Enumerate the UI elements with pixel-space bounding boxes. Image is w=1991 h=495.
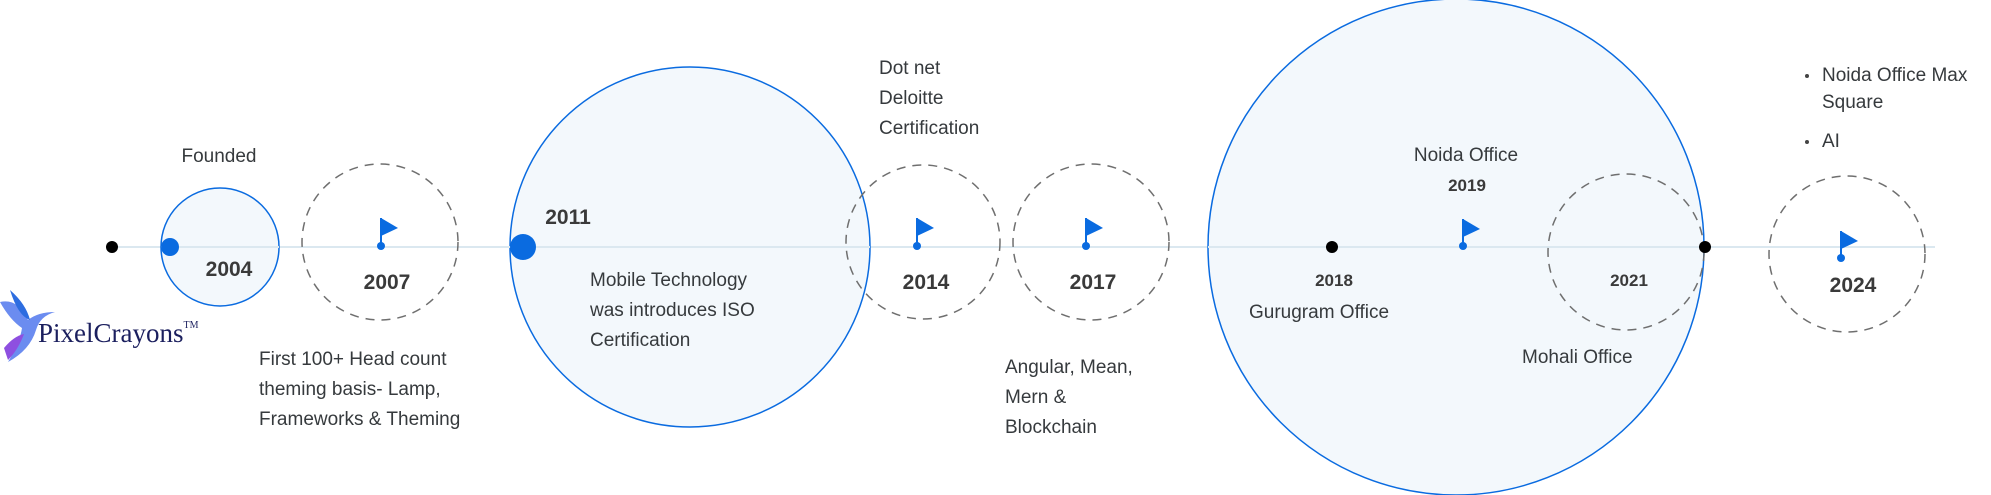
milestone-text-2018: Gurugram Office (1249, 302, 1390, 323)
trademark: TM (183, 320, 199, 331)
year-label: 2014 (902, 271, 950, 294)
pixelcrayons-bird-logo-icon (0, 290, 55, 362)
text-line: Certification (879, 118, 980, 139)
milestone-text-2021: Mohali Office (1522, 347, 1633, 368)
flag-icon (377, 218, 398, 250)
flag-icon (913, 218, 934, 250)
year-label: 2004 (205, 258, 253, 281)
year-label: 2024 (1829, 274, 1877, 297)
milestone-circle-2007 (301, 163, 459, 321)
milestone-text-2017: Angular, Mean, Mern & Blockchain (1005, 353, 1133, 443)
text-line: Frameworks & Theming (259, 409, 461, 430)
flag-icon (1837, 231, 1858, 262)
marker-dot-2021 (1699, 241, 1711, 253)
year-label: 2011 (545, 206, 591, 229)
text-line: Noida Office Max (1822, 65, 1968, 86)
year-label: 2021 (1610, 271, 1648, 290)
flag-icon (1082, 218, 1103, 250)
text-line: Square (1822, 92, 1884, 113)
marker-dot-2011 (510, 234, 536, 260)
milestone-text-2014: Dot net Deloitte Certification (879, 54, 979, 144)
milestone-circle-2017 (1012, 163, 1170, 321)
year-label: 2018 (1315, 271, 1353, 290)
milestone-text-2019: Noida Office (1413, 145, 1519, 166)
text-line: Blockchain (1005, 417, 1097, 438)
text-line: Mern & (1005, 387, 1067, 408)
milestone-circle-2024 (1768, 175, 1926, 333)
milestone-text-2004: Founded (181, 146, 257, 167)
flag-icon (1459, 219, 1480, 250)
milestone-circle-2014 (845, 164, 1001, 320)
milestone-text-2011: Mobile Technology was introduces ISO Cer… (590, 266, 755, 356)
text-line: First 100+ Head count (259, 349, 447, 370)
brand-logo-text: PixelCrayonsTM (38, 318, 199, 349)
text-line: Certification (590, 330, 691, 351)
year-label: 2017 (1069, 271, 1117, 294)
marker-dot-2018 (1326, 241, 1338, 253)
text-line: theming basis- Lamp, (259, 379, 441, 400)
brand-name: PixelCrayons (38, 318, 184, 348)
year-label: 2019 (1448, 176, 1486, 195)
text-line: Deloitte (879, 88, 944, 109)
year-label: 2007 (363, 271, 411, 294)
list-item: AI (1805, 128, 1967, 155)
text-line: Mobile Technology (590, 270, 748, 291)
text-line: was introduces ISO (590, 300, 755, 321)
marker-dot-2004 (161, 238, 179, 256)
text-line: Dot net (879, 58, 941, 79)
start-dot (106, 241, 118, 253)
text-line: Angular, Mean, (1005, 357, 1133, 378)
milestone-text-2007: First 100+ Head count theming basis- Lam… (259, 345, 460, 435)
